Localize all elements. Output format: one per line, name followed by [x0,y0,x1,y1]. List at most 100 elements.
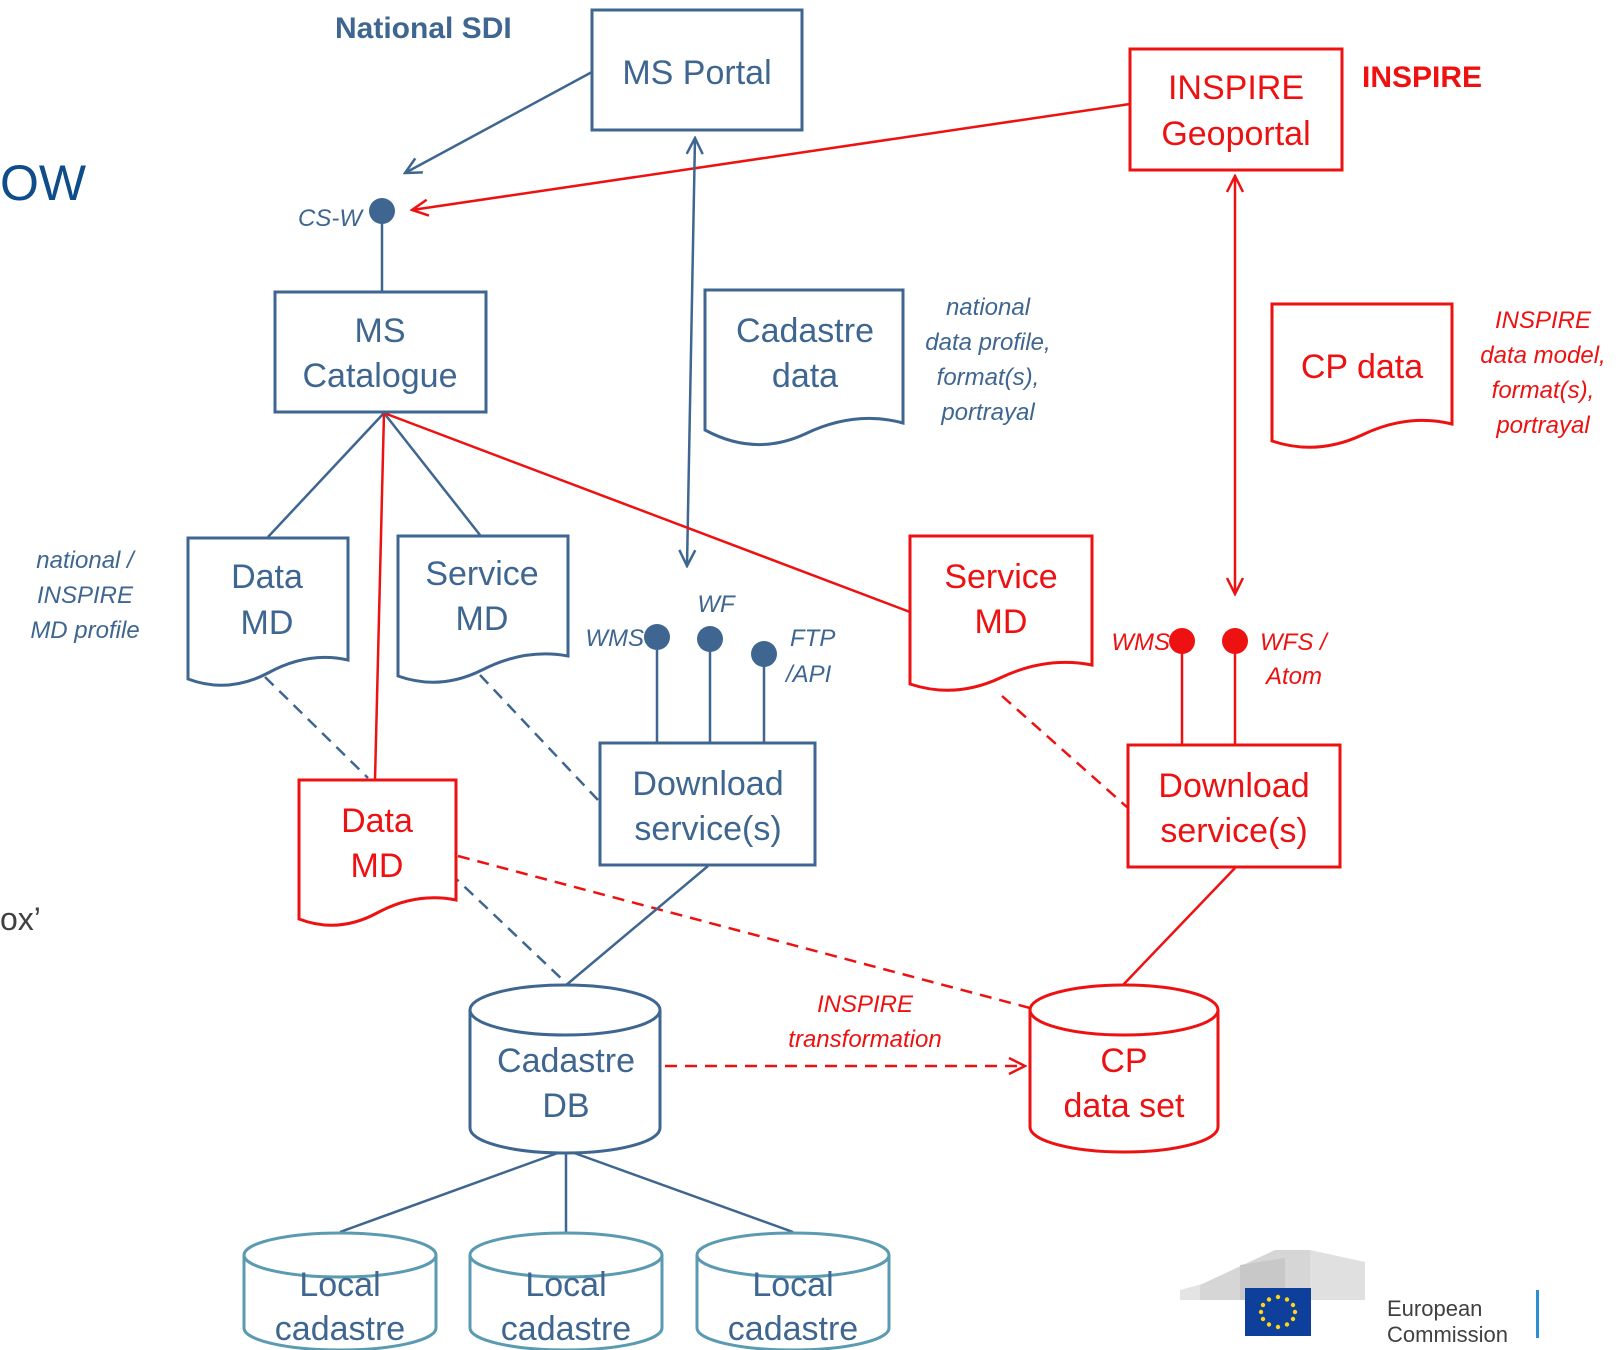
national-download-service-box: Download service(s) [598,741,817,867]
cadastre-data-label-2: data [772,357,838,395]
local-cadastre-2-label-2: cadastre [501,1310,631,1348]
european-commission-logo: European Commission [1180,1250,1539,1347]
inspire-model-line-2: data model, [1480,342,1605,369]
inspire-model-line-3: format(s), [1492,377,1595,404]
inspire-service-md-label-2: MD [975,603,1028,641]
local-cadastre-cylinder-2: Local cadastre [468,1231,664,1350]
cadastre-data-document: Cadastre data [703,288,905,447]
download-to-db-line [564,865,709,987]
portal-wf-double-arrow [687,138,695,566]
data-md-dashed-link [264,676,369,779]
local-cadastre-1-label-2: cadastre [275,1310,405,1348]
cadastre-db-label-2: DB [542,1087,589,1125]
catalogue-to-inspire-service-md-line [383,411,911,614]
md-profile-line-1: national / [36,547,136,574]
local-cadastre-2-label-1: Local [525,1266,606,1304]
inspire-wms-label: WMS [1111,629,1170,656]
catalogue-label-2: Catalogue [302,357,457,395]
wms-interface-dot [644,624,670,650]
ms-portal-box: MS Portal [590,8,804,132]
transformation-annotation: INSPIRE transformation [788,991,941,1053]
inspire-geoportal-box: INSPIRE Geoportal [1128,47,1344,172]
inspire-data-md-to-db-dashed-link [449,872,566,983]
inspire-service-md-dashed-link [1001,695,1129,809]
inspire-download-service-box: Download service(s) [1126,743,1342,869]
transformation-line-2: transformation [788,1026,941,1053]
local-cadastre-cylinder-1: Local cadastre [242,1231,438,1350]
geoportal-label-2: Geoportal [1161,115,1310,153]
national-profile-line-2: data profile, [925,329,1050,356]
national-service-md-label-2: MD [456,600,509,638]
cp-data-set-label-2: data set [1064,1087,1186,1125]
national-service-md-document: Service MD [396,534,570,684]
logo-text-line-2: Commission [1387,1322,1508,1347]
national-service-md-label-1: Service [425,555,538,593]
inspire-download-to-cp-line [1122,867,1236,986]
geoportal-label-1: INSPIRE [1168,69,1304,107]
ftp-label-1: FTP [790,625,835,652]
local-cadastre-1-label-1: Local [299,1266,380,1304]
national-sdi-heading: National SDI [335,12,512,45]
catalogue-to-service-md-line [383,412,481,536]
connectors [264,70,1236,1234]
cadastre-db-label-1: Cadastre [497,1042,635,1080]
local-cadastre-3-label-2: cadastre [728,1310,858,1348]
inspire-service-md-document: Service MD [908,534,1094,692]
wms-label: WMS [585,625,644,652]
cp-data-set-cylinder: CP data set [1028,983,1220,1154]
national-data-md-label-2: MD [241,604,294,642]
service-md-dashed-link [479,674,599,801]
csw-label: CS-W [298,205,364,232]
inspire-wfs-label-2: Atom [1264,663,1322,690]
inspire-data-md-document: Data MD [297,778,458,927]
db-to-local-3-line [565,1148,794,1234]
partial-body-text: ox’ [0,901,41,937]
partial-title-text: OW [0,155,87,211]
csw-interface-dot [369,198,395,224]
catalogue-to-inspire-data-md-line [373,412,386,781]
national-profile-line-3: format(s), [937,364,1040,391]
cp-data-set-label-1: CP [1100,1042,1147,1080]
logo-text-line-1: European [1387,1296,1482,1321]
wf-label: WF [697,591,736,618]
cp-data-label: CP data [1301,348,1423,386]
md-profile-line-2: INSPIRE [37,582,134,609]
portal-to-csw-arrow [405,70,593,173]
inspire-download-label-2: service(s) [1160,812,1307,850]
inspire-service-md-label-1: Service [944,558,1057,596]
inspire-model-line-4: portrayal [1495,412,1590,439]
ms-portal-label: MS Portal [622,54,771,92]
wf-interface-dot [697,626,723,652]
inspire-data-md-label-1: Data [341,802,413,840]
local-cadastre-3-label-1: Local [752,1266,833,1304]
cp-data-document: CP data [1270,302,1454,449]
transformation-line-1: INSPIRE [817,991,914,1018]
logo-accent-bar [1536,1290,1539,1338]
md-profile-annotation: national / INSPIRE MD profile [30,547,139,644]
national-profile-annotation: national data profile, format(s), portra… [925,294,1050,426]
inspire-download-label-1: Download [1158,767,1309,805]
inspire-data-md-label-2: MD [351,847,404,885]
national-data-md-document: Data MD [186,536,350,687]
md-profile-line-3: MD profile [30,617,139,644]
inspire-wfs-interface-dot [1222,628,1248,654]
inspire-wms-interface-dot [1169,628,1195,654]
ftp-label-2: /API [784,661,832,688]
ms-catalogue-box: MS Catalogue [273,290,488,414]
inspire-model-annotation: INSPIRE data model, format(s), portrayal [1480,307,1605,439]
inspire-heading: INSPIRE [1362,61,1482,94]
national-profile-line-1: national [946,294,1031,321]
inspire-wfs-label-1: WFS / [1260,629,1329,656]
ftp-interface-dot [751,641,777,667]
db-to-local-1-line [339,1148,567,1234]
catalogue-to-data-md-line [267,412,385,538]
local-cadastre-cylinder-3: Local cadastre [695,1231,891,1350]
national-download-label-2: service(s) [634,810,781,848]
inspire-model-line-1: INSPIRE [1495,307,1592,334]
geoportal-to-csw-arrow [412,102,1131,210]
cadastre-data-label-1: Cadastre [736,312,874,350]
national-profile-line-4: portrayal [940,399,1035,426]
national-download-label-1: Download [632,765,783,803]
cadastre-db-cylinder: Cadastre DB [468,983,662,1155]
